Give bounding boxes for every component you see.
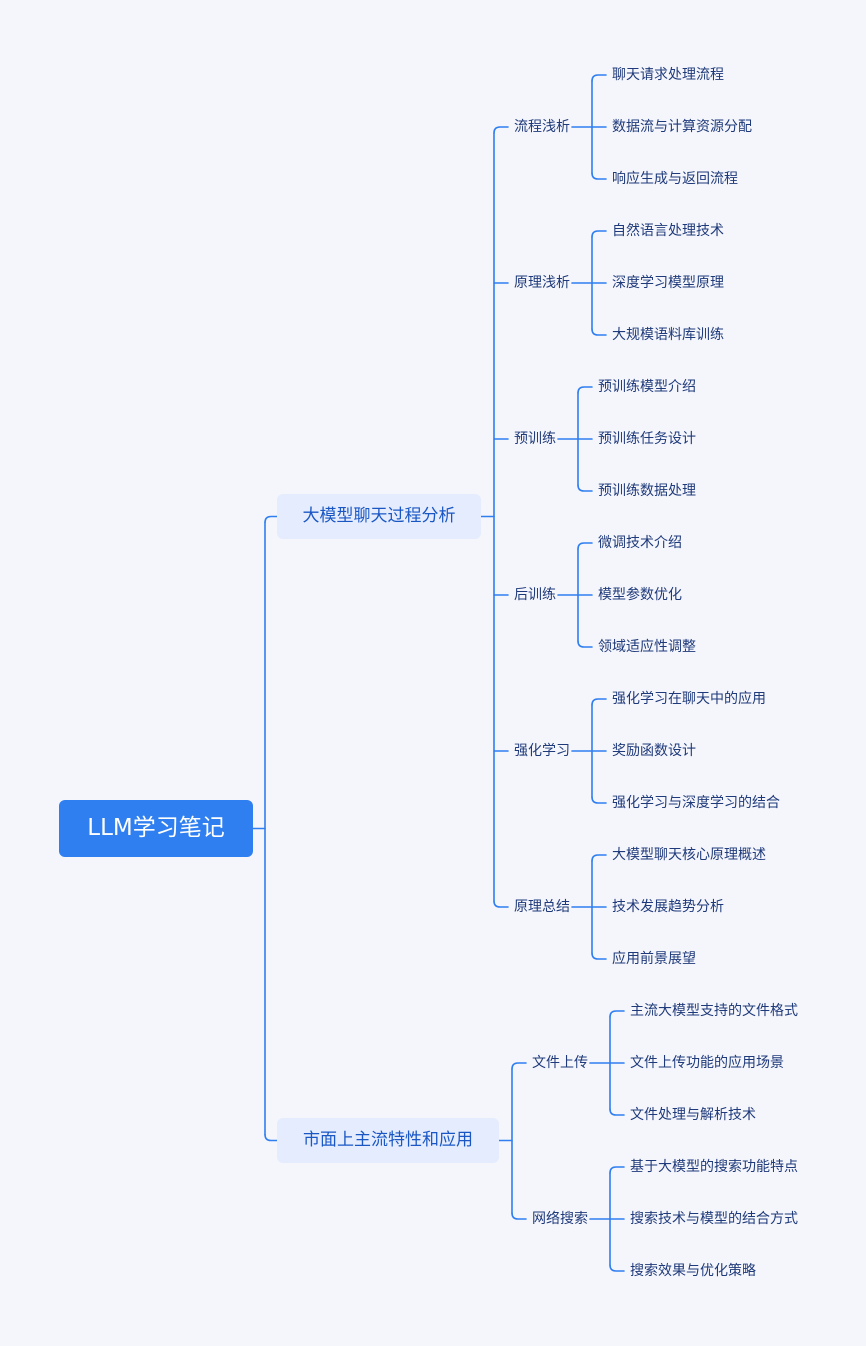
connector (511, 1062, 527, 1070)
sub-topic-node[interactable]: 后训练 (514, 587, 556, 603)
leaf-topic-node[interactable]: 强化学习与深度学习的结合 (612, 795, 780, 811)
connector (591, 854, 607, 862)
leaf-topic-node[interactable]: 数据流与计算资源分配 (612, 119, 752, 135)
leaf-topic-node[interactable]: 文件处理与解析技术 (630, 1107, 756, 1123)
leaf-topic-node[interactable]: 基于大模型的搜索功能特点 (630, 1159, 798, 1175)
sub-topic-node[interactable]: 网络搜索 (532, 1211, 588, 1227)
connector (609, 1166, 625, 1174)
connector (591, 952, 607, 960)
leaf-topic-node[interactable]: 主流大模型支持的文件格式 (630, 1003, 798, 1019)
connector (591, 796, 607, 804)
connector (577, 542, 593, 550)
sub-topic-node[interactable]: 流程浅析 (514, 119, 570, 135)
sub-topic-node[interactable]: 原理总结 (514, 899, 570, 915)
connector (493, 126, 509, 134)
leaf-topic-node[interactable]: 模型参数优化 (598, 587, 682, 603)
branch-label: 大模型聊天过程分析 (302, 506, 456, 526)
leaf-topic-node[interactable]: 预训练数据处理 (598, 483, 696, 499)
leaf-topic-node[interactable]: 搜索技术与模型的结合方式 (630, 1211, 798, 1227)
connector (577, 484, 593, 492)
branch-node-mainstream-features[interactable]: 市面上主流特性和应用 (277, 1118, 499, 1163)
leaf-topic-node[interactable]: 强化学习在聊天中的应用 (612, 691, 766, 707)
leaf-topic-node[interactable]: 领域适应性调整 (598, 639, 696, 655)
leaf-topic-node[interactable]: 深度学习模型原理 (612, 275, 724, 291)
branch-node-chat-process[interactable]: 大模型聊天过程分析 (277, 494, 481, 539)
connector (591, 698, 607, 706)
root-node[interactable]: LLM学习笔记 (59, 800, 253, 857)
connector (577, 386, 593, 394)
connector (609, 1264, 625, 1272)
connector (577, 640, 593, 648)
connector (591, 230, 607, 238)
leaf-topic-node[interactable]: 大模型聊天核心原理概述 (612, 847, 766, 863)
connector (609, 1108, 625, 1116)
connector (609, 1010, 625, 1018)
connector (591, 172, 607, 180)
leaf-topic-node[interactable]: 大规模语料库训练 (612, 327, 724, 343)
connector (511, 1212, 527, 1220)
connector (591, 328, 607, 336)
sub-topic-node[interactable]: 强化学习 (514, 743, 570, 759)
leaf-topic-node[interactable]: 奖励函数设计 (612, 743, 696, 759)
branch-label: 市面上主流特性和应用 (303, 1130, 473, 1150)
leaf-topic-node[interactable]: 聊天请求处理流程 (612, 67, 724, 83)
sub-topic-node[interactable]: 原理浅析 (514, 275, 570, 291)
connector (591, 74, 607, 82)
connector (264, 1133, 278, 1142)
root-label: LLM学习笔记 (87, 815, 225, 841)
sub-topic-node[interactable]: 预训练 (514, 431, 556, 447)
sub-topic-node[interactable]: 文件上传 (532, 1055, 588, 1071)
connector (264, 515, 278, 524)
leaf-topic-node[interactable]: 自然语言处理技术 (612, 223, 724, 239)
leaf-topic-node[interactable]: 搜索效果与优化策略 (630, 1263, 756, 1279)
leaf-topic-node[interactable]: 预训练任务设计 (598, 431, 696, 447)
leaf-topic-node[interactable]: 微调技术介绍 (598, 535, 682, 551)
leaf-topic-node[interactable]: 预训练模型介绍 (598, 379, 696, 395)
leaf-topic-node[interactable]: 文件上传功能的应用场景 (630, 1055, 784, 1071)
leaf-topic-node[interactable]: 应用前景展望 (612, 951, 696, 967)
leaf-topic-node[interactable]: 响应生成与返回流程 (612, 171, 738, 187)
leaf-topic-node[interactable]: 技术发展趋势分析 (612, 899, 724, 915)
connector (493, 900, 509, 908)
